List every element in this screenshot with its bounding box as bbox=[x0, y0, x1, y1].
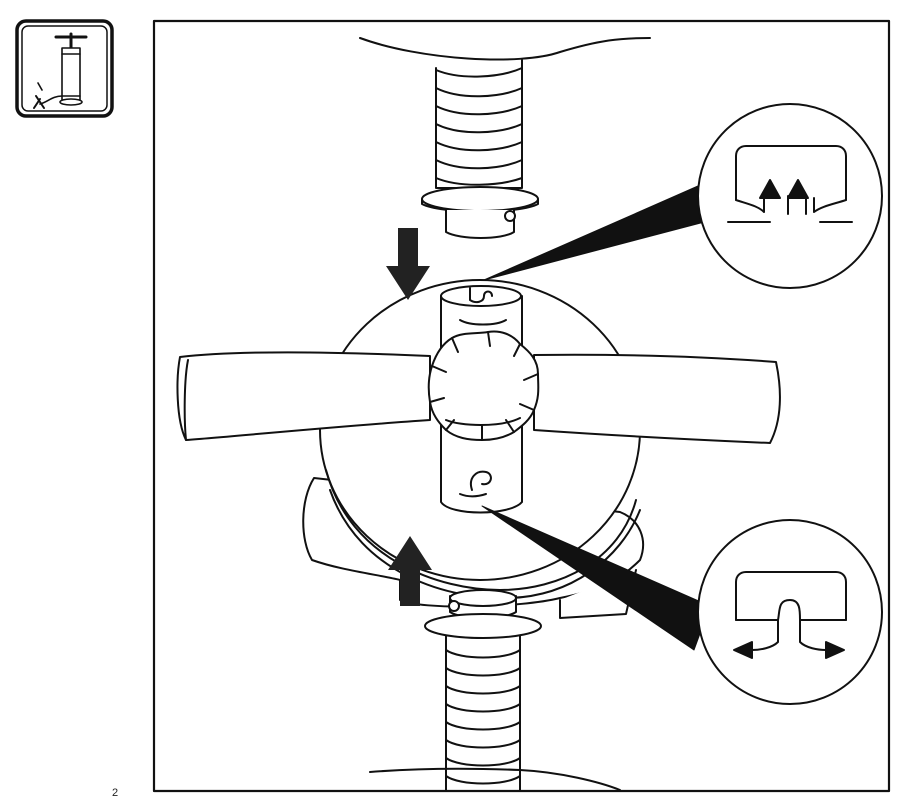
pump-icon bbox=[33, 32, 88, 109]
upper-mattress-edge bbox=[359, 37, 651, 61]
page-number: 2 bbox=[112, 787, 119, 799]
deflate-callout bbox=[697, 519, 883, 705]
arrow-up-icon bbox=[388, 536, 432, 606]
thumbnail-box bbox=[15, 19, 114, 118]
inflate-flow-icon bbox=[727, 145, 853, 223]
handle-bar bbox=[176, 351, 781, 444]
arrow-down-icon bbox=[386, 228, 430, 300]
center-knob bbox=[427, 330, 540, 441]
diagram-art bbox=[176, 37, 781, 791]
inflate-callout bbox=[697, 103, 883, 289]
upper-hose bbox=[421, 59, 539, 239]
lower-mattress-edge bbox=[369, 767, 621, 791]
lower-hose bbox=[424, 589, 542, 791]
deflate-flow-icon bbox=[733, 571, 847, 659]
